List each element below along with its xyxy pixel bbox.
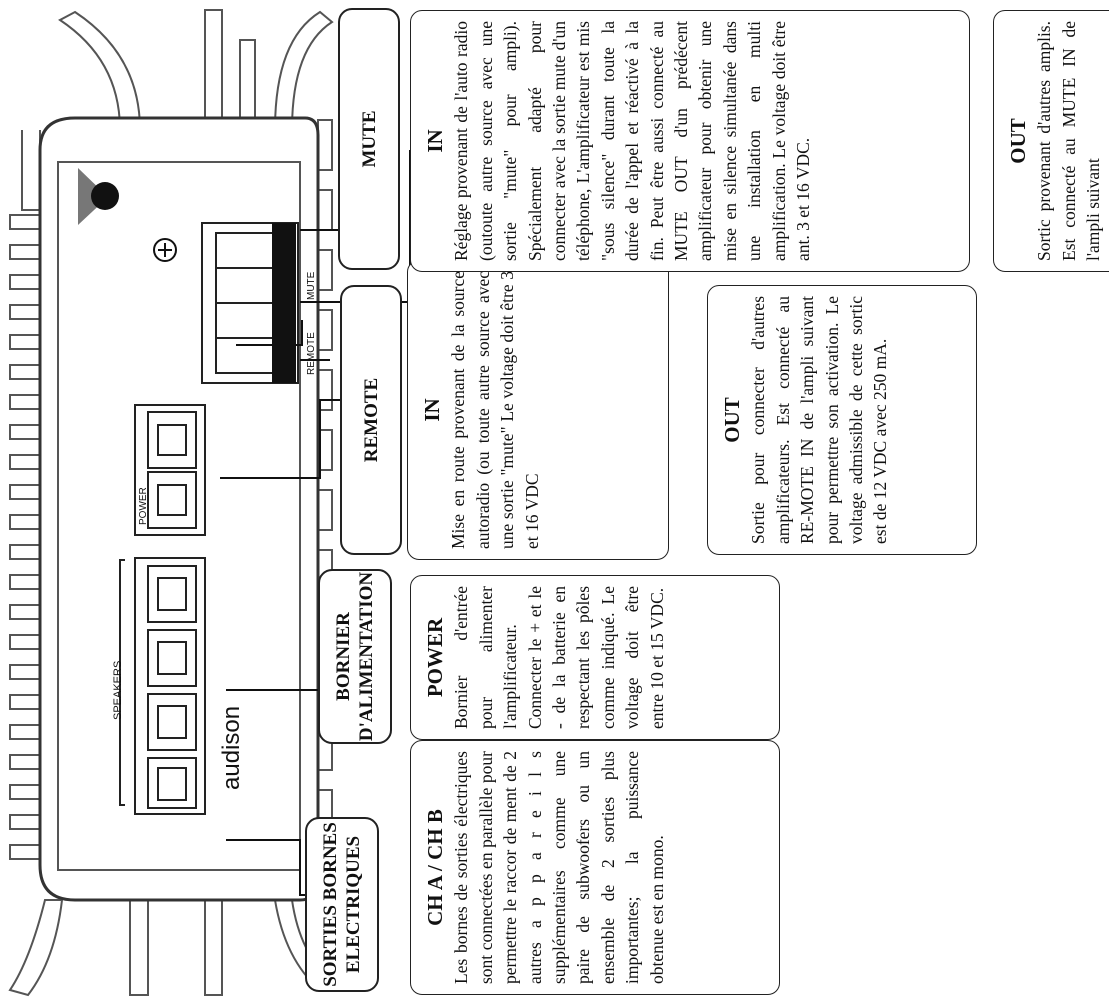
desc-mute-out: OUT Sortic provenant d'autres amplis. Es… — [993, 10, 1109, 272]
callout-remote: REMOTE — [340, 285, 402, 555]
mute-label: MUTE — [306, 271, 317, 300]
callout-bornier-label: BORNIER D'ALIMENTATION — [333, 571, 377, 742]
callout-mute-label: MUTE — [359, 110, 380, 168]
power-label: POWER — [138, 487, 149, 525]
callout-bornier: BORNIER D'ALIMENTATION — [318, 569, 392, 744]
desc-mute-out-text: Sortic provenant d'autres amplis. Est co… — [1034, 21, 1104, 261]
desc-power-title: POWER — [423, 617, 447, 698]
desc-mute-in-title: IN — [423, 129, 447, 153]
desc-remote-in-text: Mise en route provenant de la source aut… — [448, 271, 542, 549]
desc-remote-in: IN Mise en route provenant de la source … — [407, 260, 669, 560]
callout-mute: MUTE — [338, 8, 400, 270]
desc-remote-out-text: Sortie pour connecter d'autres amplifica… — [748, 296, 891, 544]
speaker-terminal — [134, 557, 206, 815]
desc-ch-text: Les bornes de sorties électriques sont c… — [451, 751, 667, 984]
speakers-label: SPEAKERS — [112, 660, 124, 720]
desc-ch-title: CH A / CH B — [423, 809, 447, 926]
desc-remote-out-title: OUT — [720, 397, 744, 443]
brand-logo: audison — [218, 705, 245, 790]
power-terminal — [134, 404, 206, 536]
desc-remote-out: OUT Sortie pour connecter d'autres ampli… — [707, 285, 977, 555]
callout-sorties: SORTIES BORNES ELECTRIQUES — [305, 817, 379, 992]
desc-mute-in: IN Réglage provenant de l'auto radio (ou… — [410, 10, 970, 272]
desc-mute-out-title: OUT — [1006, 118, 1030, 164]
desc-mute-in-text: Réglage provenant de l'auto radio (outou… — [451, 21, 814, 261]
desc-power: POWER Bornier d'entrée pour alimenter l'… — [410, 575, 780, 740]
desc-remote-in-title: IN — [420, 398, 444, 422]
remote-label: REMOTE — [306, 332, 317, 375]
desc-ch: CH A / CH B Les bornes de sorties électr… — [410, 740, 780, 995]
callout-remote-label: REMOTE — [361, 377, 382, 463]
desc-power-text: Bornier d'entrée pour alimenter l'amplif… — [451, 586, 667, 729]
callout-sorties-label: SORTIES BORNES ELECTRIQUES — [320, 822, 364, 987]
